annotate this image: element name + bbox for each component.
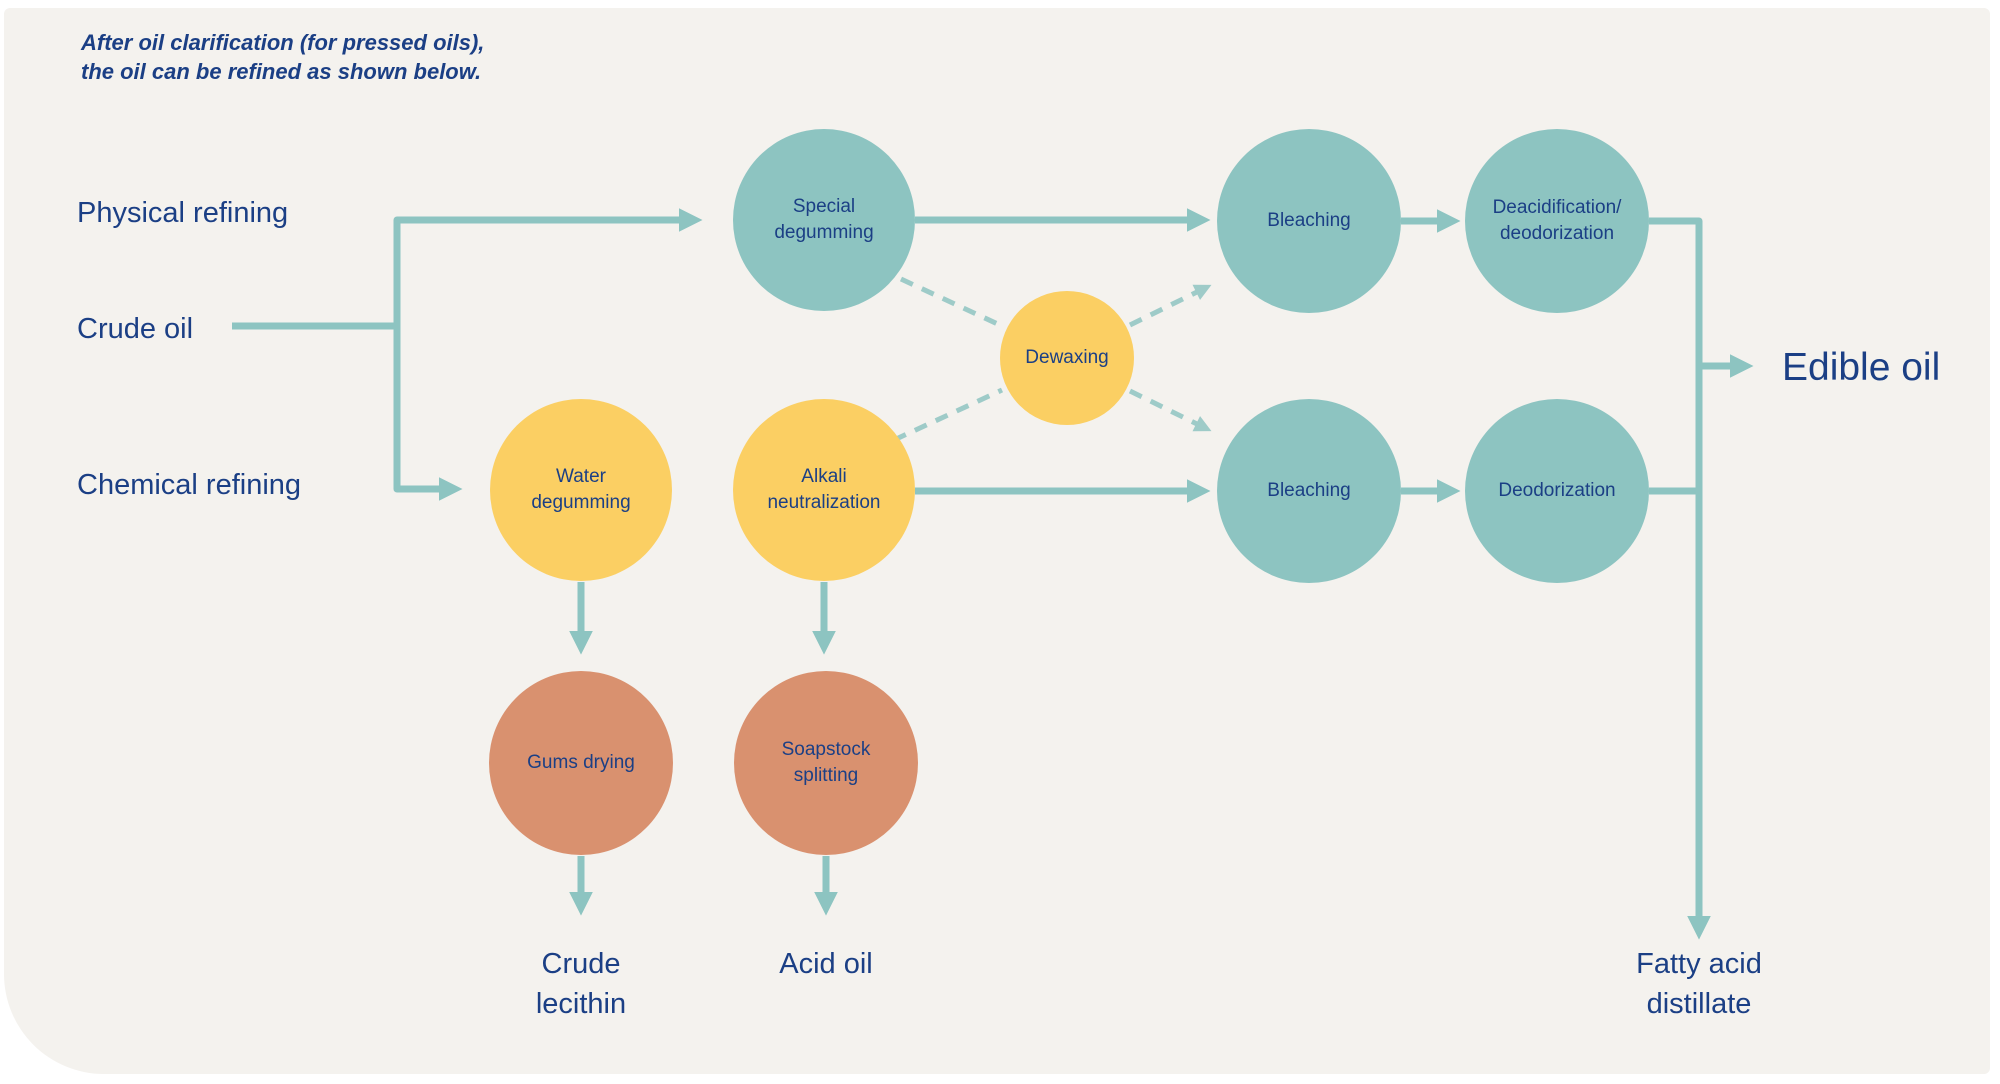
node-special-degumming: Special degumming: [733, 129, 915, 311]
edge-alkali-dewaxing-dashed: [892, 387, 1004, 443]
node-bleaching-bottom-label: Bleaching: [1267, 480, 1351, 501]
label-chemical-refining: Chemical refining: [77, 469, 302, 501]
edge-deacidification-down: [1649, 217, 1711, 940]
label-acid-oil: Acid oil: [779, 948, 873, 980]
node-deacidification: Deacidification/ deodorization: [1465, 129, 1649, 313]
label-crude-lecithin: Crude lecithin: [535, 948, 627, 1020]
edge-dewaxing-bleachingbottom-dashed: [1128, 388, 1212, 432]
edge-dewaxing-bleachingtop-dashed: [1128, 284, 1212, 328]
edge-chemical-branch: [393, 326, 463, 501]
connector-lines: [232, 208, 1754, 940]
node-gums-drying: Gums drying: [489, 671, 673, 855]
title-annotation: After oil clarification (for pressed oil…: [81, 30, 485, 84]
label-fatty-acid-distillate: Fatty acid distillate: [1636, 948, 1762, 1020]
node-dewaxing: Dewaxing: [1000, 291, 1134, 425]
node-alkali-neutralization: Alkali neutralization: [733, 399, 915, 581]
label-edible-oil: Edible oil: [1782, 346, 1941, 389]
node-water-degumming: Water degumming: [490, 399, 672, 581]
node-soapstock-splitting-label: Soapstock splitting: [781, 739, 871, 786]
node-soapstock-splitting: Soapstock splitting: [734, 671, 918, 855]
diagram-card: After oil clarification (for pressed oil…: [4, 8, 1990, 1074]
node-deodorization: Deodorization: [1465, 399, 1649, 583]
node-deodorization-label: Deodorization: [1498, 480, 1616, 501]
node-gums-drying-label: Gums drying: [527, 752, 635, 773]
node-dewaxing-label: Dewaxing: [1025, 347, 1109, 368]
label-physical-refining: Physical refining: [77, 197, 289, 229]
node-alkali-neutralization-label: Alkali neutralization: [767, 466, 881, 513]
node-bleaching-top-label: Bleaching: [1267, 210, 1351, 231]
node-bleaching-top: Bleaching: [1217, 129, 1401, 313]
label-crude-oil: Crude oil: [77, 313, 194, 345]
edge-specialdegumming-dewaxing-dashed: [899, 276, 1004, 329]
node-water-degumming-label: Water degumming: [531, 466, 631, 513]
node-deacidification-label: Deacidification/ deodorization: [1492, 197, 1622, 244]
node-special-degumming-label: Special degumming: [774, 196, 874, 243]
node-bleaching-bottom: Bleaching: [1217, 399, 1401, 583]
edge-physical-branch: [393, 208, 703, 326]
